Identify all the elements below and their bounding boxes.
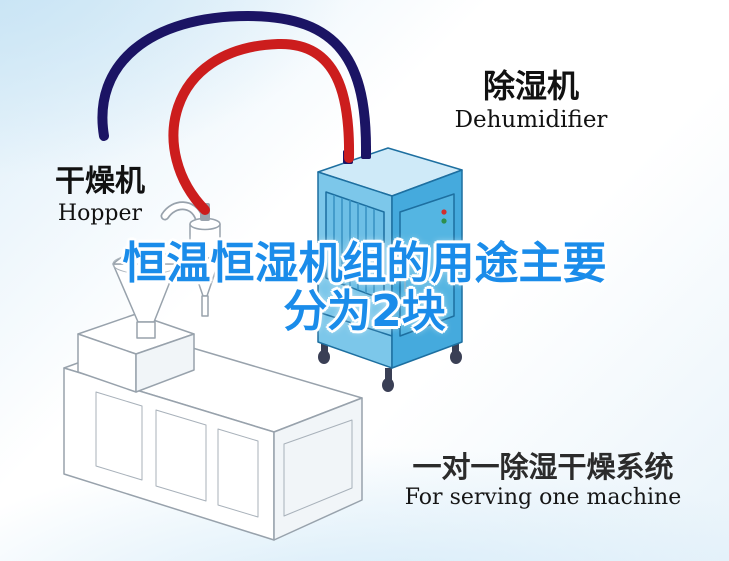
hopper-outlet <box>136 321 156 339</box>
page-title-line1: 恒温恒湿机组的用途主要 <box>122 238 607 289</box>
system-caption: 一对一除湿干燥系统 For serving one machine <box>383 452 703 510</box>
hopper-label-en: Hopper <box>57 200 143 226</box>
door-indicator-light-green <box>441 218 447 224</box>
cyclone-tube <box>201 295 209 317</box>
return-hose-navy <box>97 10 372 159</box>
system-caption-zh: 一对一除湿干燥系统 <box>412 450 674 484</box>
dehumidifier-label: 除湿机 Dehumidifier <box>446 67 616 133</box>
caster-wheels <box>318 342 462 392</box>
dehumidifier-label-zh: 除湿机 <box>482 67 579 105</box>
dehumidifier-label-en: Dehumidifier <box>454 106 608 133</box>
page-title: 恒温恒湿机组的用途主要 分为2块 <box>0 238 729 338</box>
machine-side-face <box>273 397 363 541</box>
hopper-label-zh: 干燥机 <box>55 164 145 199</box>
door-indicator-light-red <box>441 209 447 215</box>
gearbox-side <box>135 333 195 393</box>
machine-panel <box>155 409 207 502</box>
extruder-machine-illustration <box>63 313 363 541</box>
cabinet-vent-panel <box>325 191 385 301</box>
hopper-duct-inner <box>162 203 202 221</box>
dehumidifier-illustration <box>317 145 463 392</box>
machine-panel <box>217 428 259 518</box>
page-title-line2: 分为2块 <box>283 286 446 338</box>
hopper-rim <box>112 253 180 275</box>
cabinet-door <box>399 193 455 337</box>
machine-panel <box>95 391 143 481</box>
machine-side-panel <box>283 419 353 517</box>
system-caption-en: For serving one machine <box>404 485 682 511</box>
supply-hose-red <box>168 38 355 215</box>
cabinet-front-seam <box>317 311 393 337</box>
cabinet-vent-slats <box>333 195 375 296</box>
hopper-label: 干燥机 Hopper <box>44 166 156 225</box>
